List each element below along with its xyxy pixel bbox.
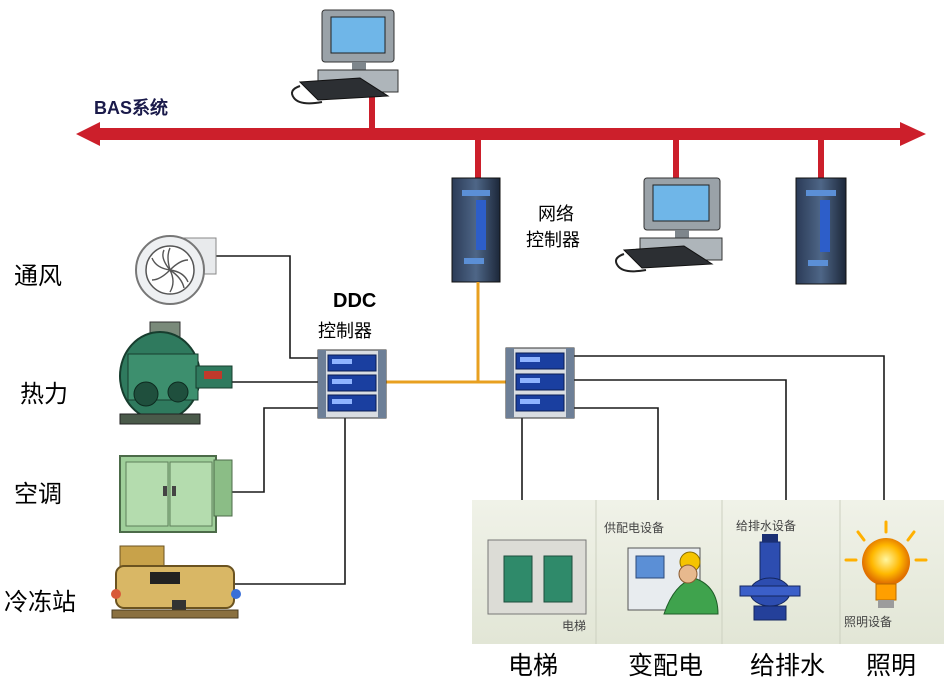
chiller-icon: [111, 545, 241, 619]
panel-caption-power: 供配电设备: [604, 521, 664, 535]
bas-bus-label: BAS系统: [94, 98, 169, 118]
network-controller-label-line2: 控制器: [526, 230, 580, 251]
light-bulb-icon: [844, 520, 928, 608]
ddc-controller-icon: [317, 349, 387, 419]
panel-caption-lighting: 照明设备: [844, 615, 892, 629]
elevator-panel-icon: [487, 539, 587, 615]
water-pump-icon: [739, 534, 801, 621]
label-water-supply-drainage: 给排水: [750, 651, 826, 680]
ddc-label-line1: DDC: [333, 290, 377, 312]
workstation-icon: [291, 9, 399, 105]
server-tower-icon: [795, 177, 847, 285]
ddc-controller-icon: [505, 347, 575, 419]
air-conditioner-icon: [119, 455, 233, 533]
label-power-distribution: 变配电: [628, 651, 704, 680]
workstation-icon: [615, 177, 723, 273]
network-link: [380, 282, 518, 384]
label-heating: 热力: [20, 380, 68, 408]
ddc-label-line2: 控制器: [318, 321, 372, 342]
boiler-icon: [119, 321, 233, 425]
panel-caption-water: 给排水设备: [736, 519, 796, 533]
network-controller-tower-icon: [451, 177, 501, 283]
label-lighting: 照明: [866, 651, 917, 680]
power-distribution-icon: [627, 547, 719, 615]
label-air-conditioning: 空调: [14, 480, 62, 508]
label-elevator: 电梯: [508, 651, 559, 680]
fan-icon: [135, 235, 217, 305]
label-ventilation: 通风: [14, 262, 62, 290]
panel-caption-elevator: 电梯: [562, 619, 586, 633]
network-controller-label-line1: 网络: [538, 204, 574, 225]
label-chiller-station: 冷冻站: [4, 588, 76, 616]
field-wiring: [212, 255, 885, 585]
bas-bus: [76, 96, 926, 182]
